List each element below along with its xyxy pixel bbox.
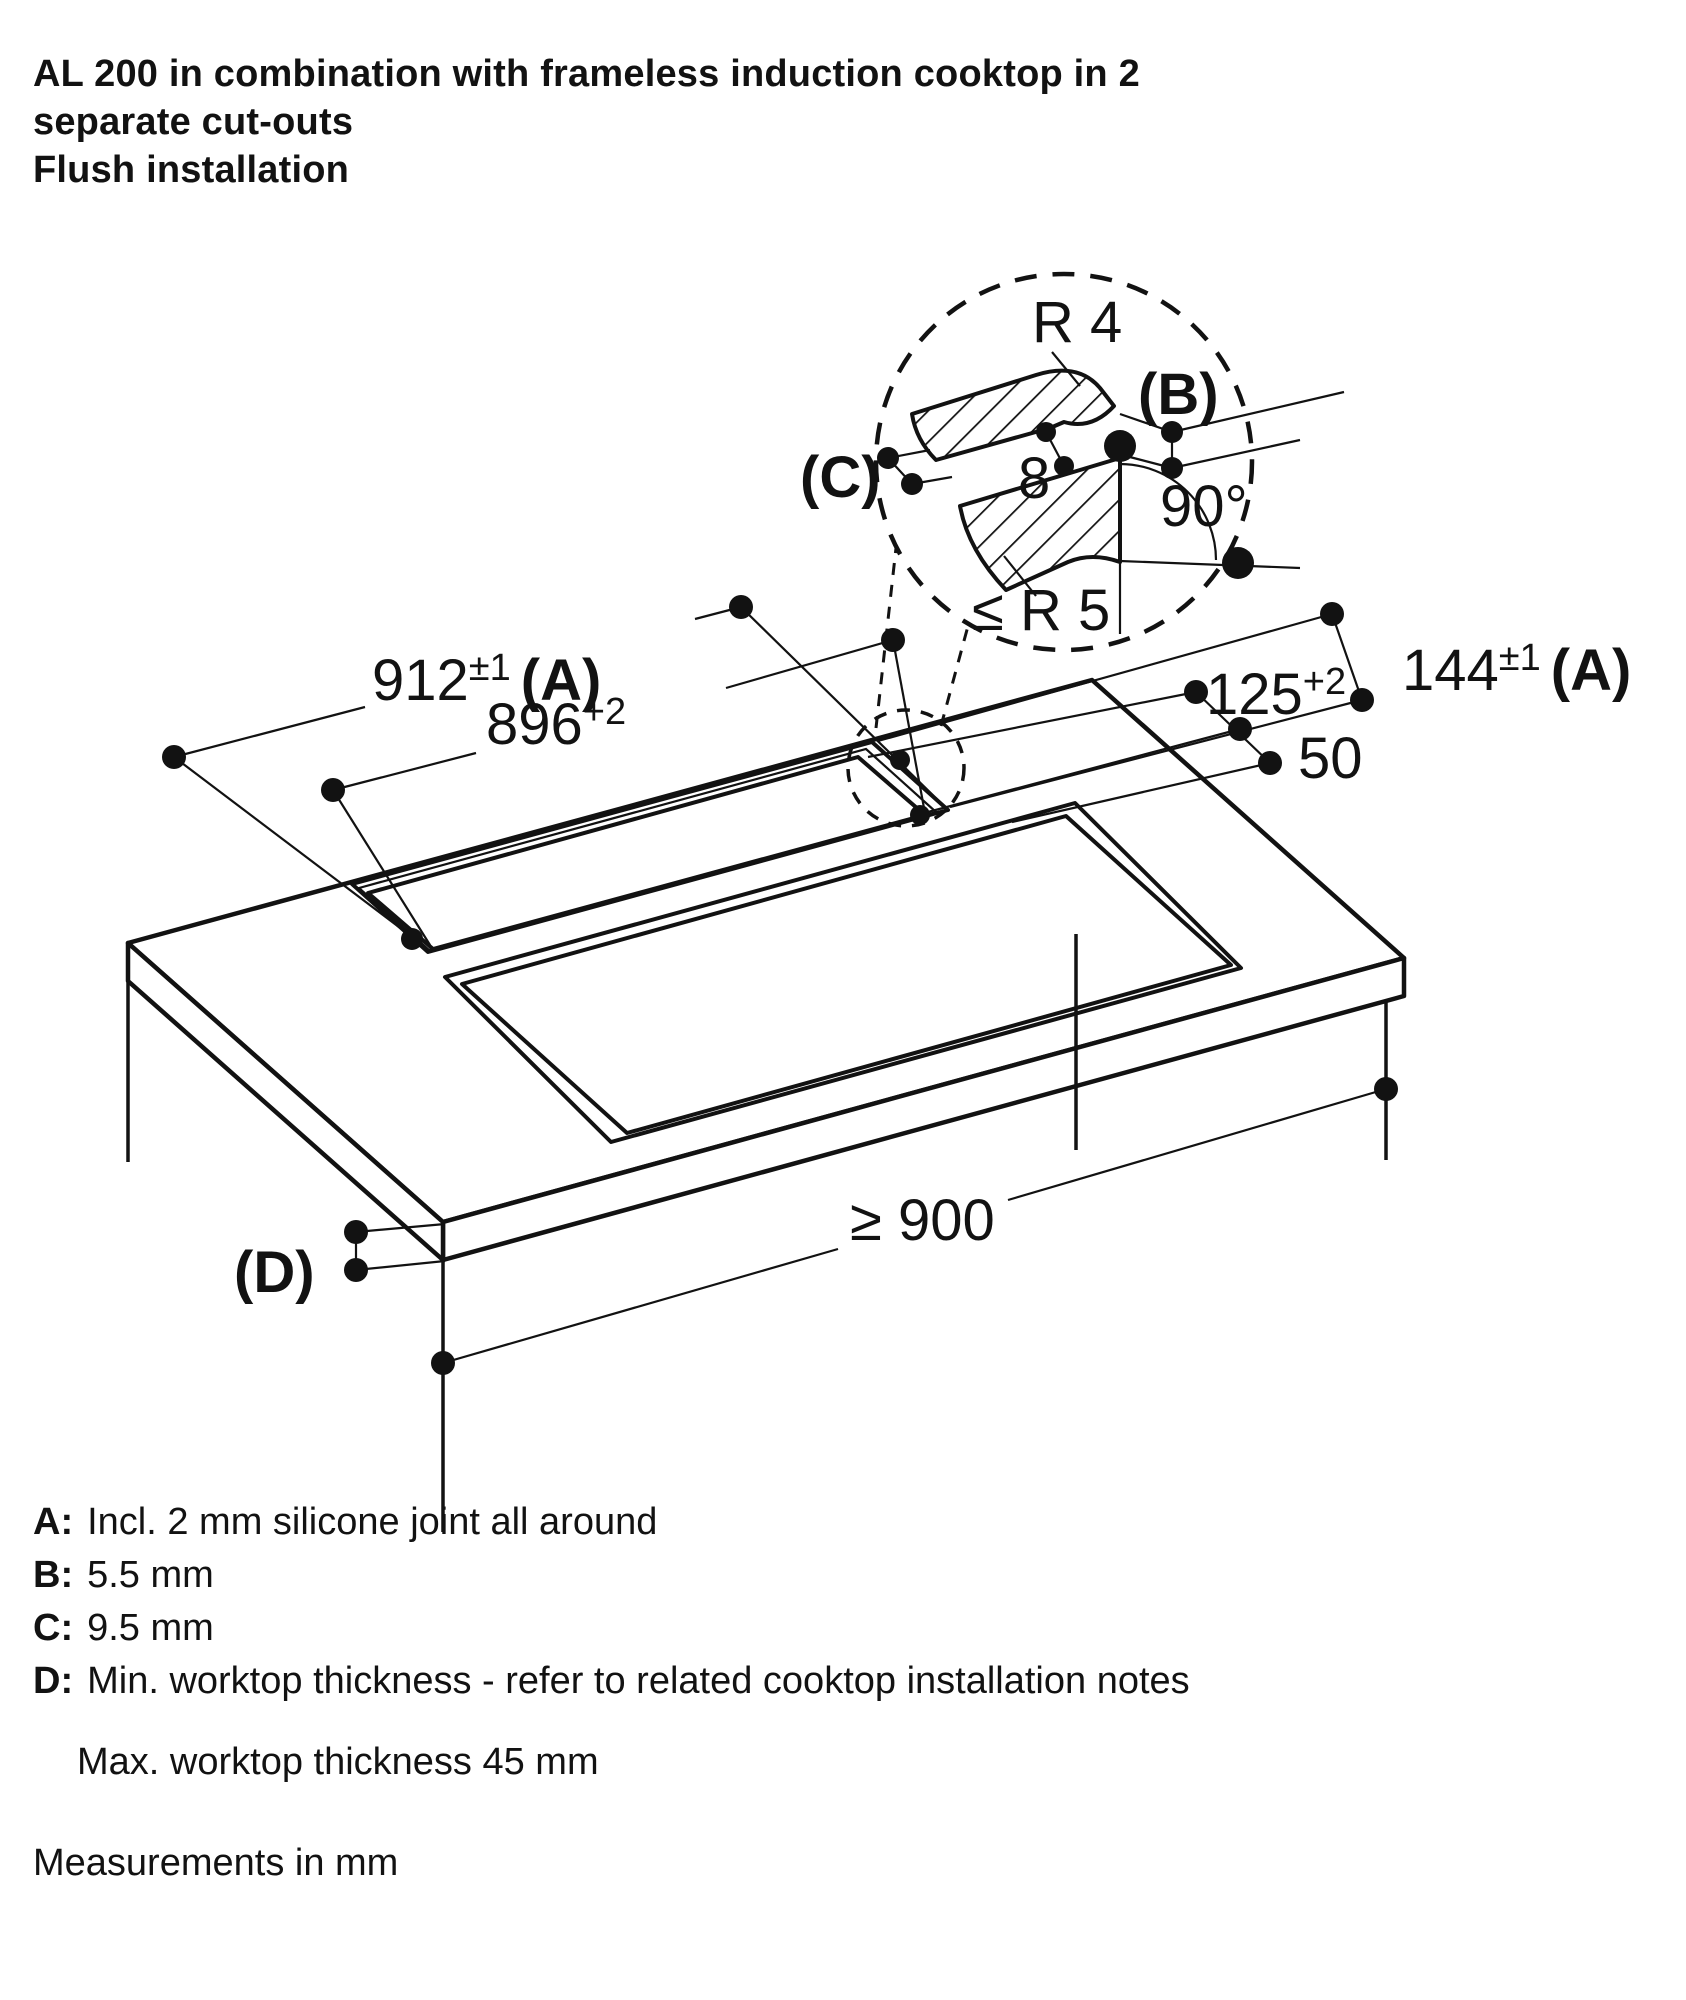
dimension-144: 144±1(A) xyxy=(877,602,1631,809)
legend-key-d: D: xyxy=(33,1660,74,1702)
legend-row-d: D: Min. worktop thickness - refer to rela… xyxy=(33,1655,1190,1708)
dim-125-label: 125+2 xyxy=(1206,661,1346,727)
detail-90deg-label: 90° xyxy=(1160,474,1248,539)
cooktop-cutout-inner xyxy=(460,814,1233,1135)
dim-912-label: 912±1(A) xyxy=(372,647,601,713)
dimension-min-900: ≥ 900 xyxy=(431,1077,1398,1375)
detail-c-label: (C) xyxy=(800,445,881,510)
legend-row-c: C: 9.5 mm xyxy=(33,1602,1190,1655)
detail-8-label: 8 xyxy=(1018,446,1050,511)
dimension-896: 896+2 xyxy=(321,628,930,946)
legend-text-a: Incl. 2 mm silicone joint all around xyxy=(87,1501,658,1543)
legend-text-d: Min. worktop thickness - refer to relate… xyxy=(87,1660,1190,1702)
measurements-note: Measurements in mm xyxy=(33,1842,399,1884)
title-line-3: Flush installation xyxy=(33,149,350,191)
cooktop-cutout xyxy=(443,801,1243,1144)
section-upper-piece xyxy=(910,368,1116,462)
detail-zoom-circle xyxy=(873,271,1255,653)
legend-row-b: B: 5.5 mm xyxy=(33,1549,1190,1602)
legend-note: Max. worktop thickness 45 mm xyxy=(77,1741,599,1783)
legend-key-b: B: xyxy=(33,1554,74,1596)
legend: A: Incl. 2 mm silicone joint all around B… xyxy=(33,1496,1190,1890)
page-title: AL 200 in combination with frameless ind… xyxy=(33,50,1140,194)
title-line-1: AL 200 in combination with frameless ind… xyxy=(33,53,1140,95)
legend-row-a: A: Incl. 2 mm silicone joint all around xyxy=(33,1496,1190,1549)
dim-144-label: 144±1(A) xyxy=(1402,637,1631,703)
legend-text-c: 9.5 mm xyxy=(87,1607,214,1649)
detail-view: R 4 8 (B) (C) xyxy=(800,271,1345,828)
detail-r4-label: R 4 xyxy=(1032,290,1122,355)
dim-896-label: 896+2 xyxy=(486,691,626,757)
dimension-thickness-D: (D) xyxy=(234,1220,446,1305)
legend-text-b: 5.5 mm xyxy=(87,1554,214,1596)
title-line-2: separate cut-outs xyxy=(33,101,354,143)
dim-900-label: ≥ 900 xyxy=(850,1188,995,1253)
legend-key-a: A: xyxy=(33,1501,74,1543)
vent-cutout xyxy=(350,740,950,954)
detail-b-label: (B) xyxy=(1138,362,1219,427)
dimension-125-50: 125+2 50 xyxy=(867,661,1363,824)
detail-r5-label: ≤ R 5 xyxy=(972,578,1110,643)
dim-D-label: (D) xyxy=(234,1240,315,1305)
dimension-912: 912±1(A) xyxy=(162,595,945,950)
vent-cutout-step xyxy=(356,747,939,952)
legend-key-c: C: xyxy=(33,1607,74,1649)
detail-marker-circle xyxy=(846,708,966,828)
dim-50-label: 50 xyxy=(1298,726,1363,791)
section-lower-piece xyxy=(958,456,1122,592)
